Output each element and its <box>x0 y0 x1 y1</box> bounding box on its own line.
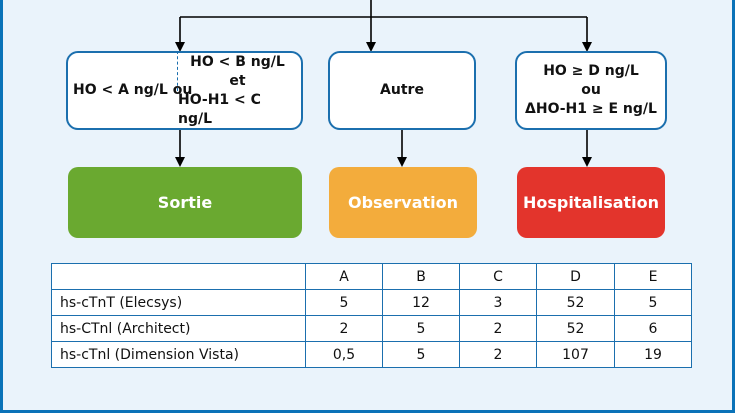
outcome-observation-label: Observation <box>347 193 459 212</box>
table-cell: 12 <box>382 289 460 316</box>
table-cell: 2 <box>459 341 537 368</box>
table-cell: 3 <box>459 289 537 316</box>
outcome-hospitalisation: Hospitalisation <box>517 167 665 238</box>
criteria-sortie-part1: HO < A ng/L ou <box>73 82 193 98</box>
criteria-hosp-line3: ΔHO-H1 ≥ E ng/L <box>525 101 657 117</box>
table-header-cell <box>51 263 306 290</box>
criteria-sortie-line3: HO-H1 < C ng/L <box>178 91 261 127</box>
table-cell: 52 <box>536 315 615 342</box>
table-header-cell: D <box>536 263 615 290</box>
outcome-observation: Observation <box>329 167 477 238</box>
table-header-row: A B C D E <box>51 263 692 290</box>
table-row-label: hs-cTnl (Dimension Vista) <box>51 341 306 368</box>
table-row: hs-cTnT (Elecsys) 5 12 3 52 5 <box>51 289 692 316</box>
outcome-sortie: Sortie <box>68 167 302 238</box>
table-cell: 107 <box>536 341 615 368</box>
criteria-hosp-line1: HO ≥ D ng/L <box>543 63 639 79</box>
outcome-sortie-label: Sortie <box>157 193 213 212</box>
table-cell: 5 <box>382 341 460 368</box>
threshold-table: A B C D E hs-cTnT (Elecsys) 5 12 3 52 5 … <box>51 263 692 368</box>
table-cell: 52 <box>536 289 615 316</box>
table-cell: 19 <box>614 341 692 368</box>
table-row-label: hs-CTnl (Architect) <box>51 315 306 342</box>
table-cell: 2 <box>305 315 383 342</box>
table-cell: 5 <box>614 289 692 316</box>
criteria-hosp-line2: ou <box>581 82 601 98</box>
table-header-cell: B <box>382 263 460 290</box>
criteria-sortie-line1: HO < B ng/L <box>190 53 285 70</box>
outcome-hospitalisation-label: Hospitalisation <box>522 193 660 212</box>
table-cell: 5 <box>382 315 460 342</box>
connector-lines <box>175 0 592 167</box>
table-row: hs-cTnl (Dimension Vista) 0,5 5 2 107 19 <box>51 341 692 368</box>
dashed-divider <box>177 51 178 91</box>
criteria-box-sortie: HO < A ng/L ou HO < B ng/L et HO-H1 < C … <box>66 51 303 130</box>
table-header-cell: C <box>459 263 537 290</box>
table-cell: 6 <box>614 315 692 342</box>
criteria-box-hospitalisation: HO ≥ D ng/L ou ΔHO-H1 ≥ E ng/L <box>515 51 667 130</box>
criteria-box-observation: Autre <box>328 51 476 130</box>
criteria-observation-label: Autre <box>380 82 424 98</box>
table-cell: 0,5 <box>305 341 383 368</box>
table-header-cell: A <box>305 263 383 290</box>
criteria-sortie-part2: HO < B ng/L et HO-H1 < C ng/L <box>178 53 297 128</box>
criteria-sortie-line2: et <box>229 72 246 89</box>
table-row-label: hs-cTnT (Elecsys) <box>51 289 306 316</box>
table-header-cell: E <box>614 263 692 290</box>
table-row: hs-CTnl (Architect) 2 5 2 52 6 <box>51 315 692 342</box>
table-cell: 5 <box>305 289 383 316</box>
table-cell: 2 <box>459 315 537 342</box>
